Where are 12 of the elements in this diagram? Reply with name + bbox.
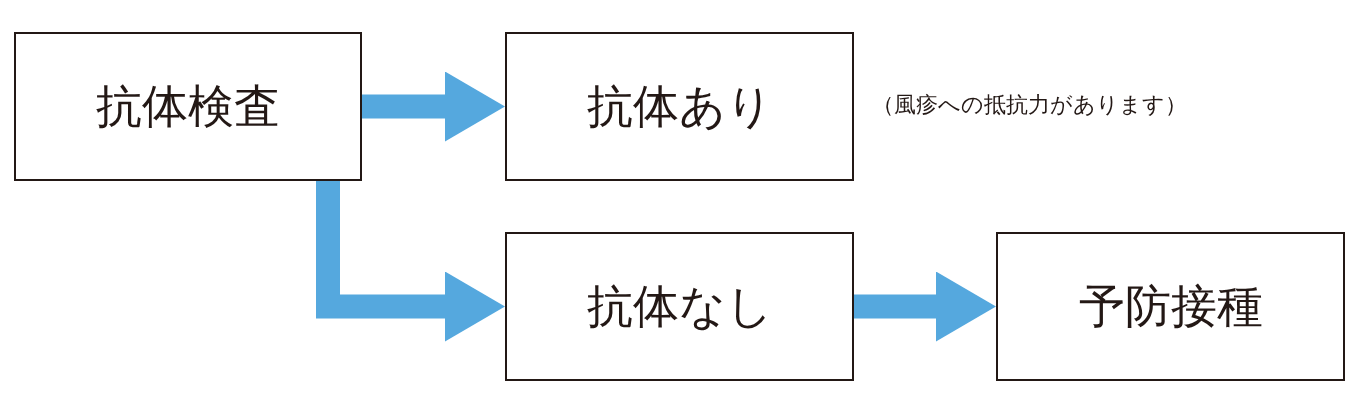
process-box (505, 232, 854, 381)
box-label: 抗体なし (586, 277, 773, 335)
process-box (996, 232, 1345, 381)
arrow (854, 271, 996, 342)
box-label: 抗体あり (586, 77, 773, 135)
box-label: 抗体検査 (96, 77, 280, 135)
process-box (14, 32, 362, 181)
note-text: （風疹への抵抗力があります） (872, 91, 1187, 119)
box-label: 予防接種 (1078, 277, 1263, 335)
arrow (316, 181, 505, 342)
process-box (505, 32, 854, 181)
arrow (362, 71, 505, 142)
